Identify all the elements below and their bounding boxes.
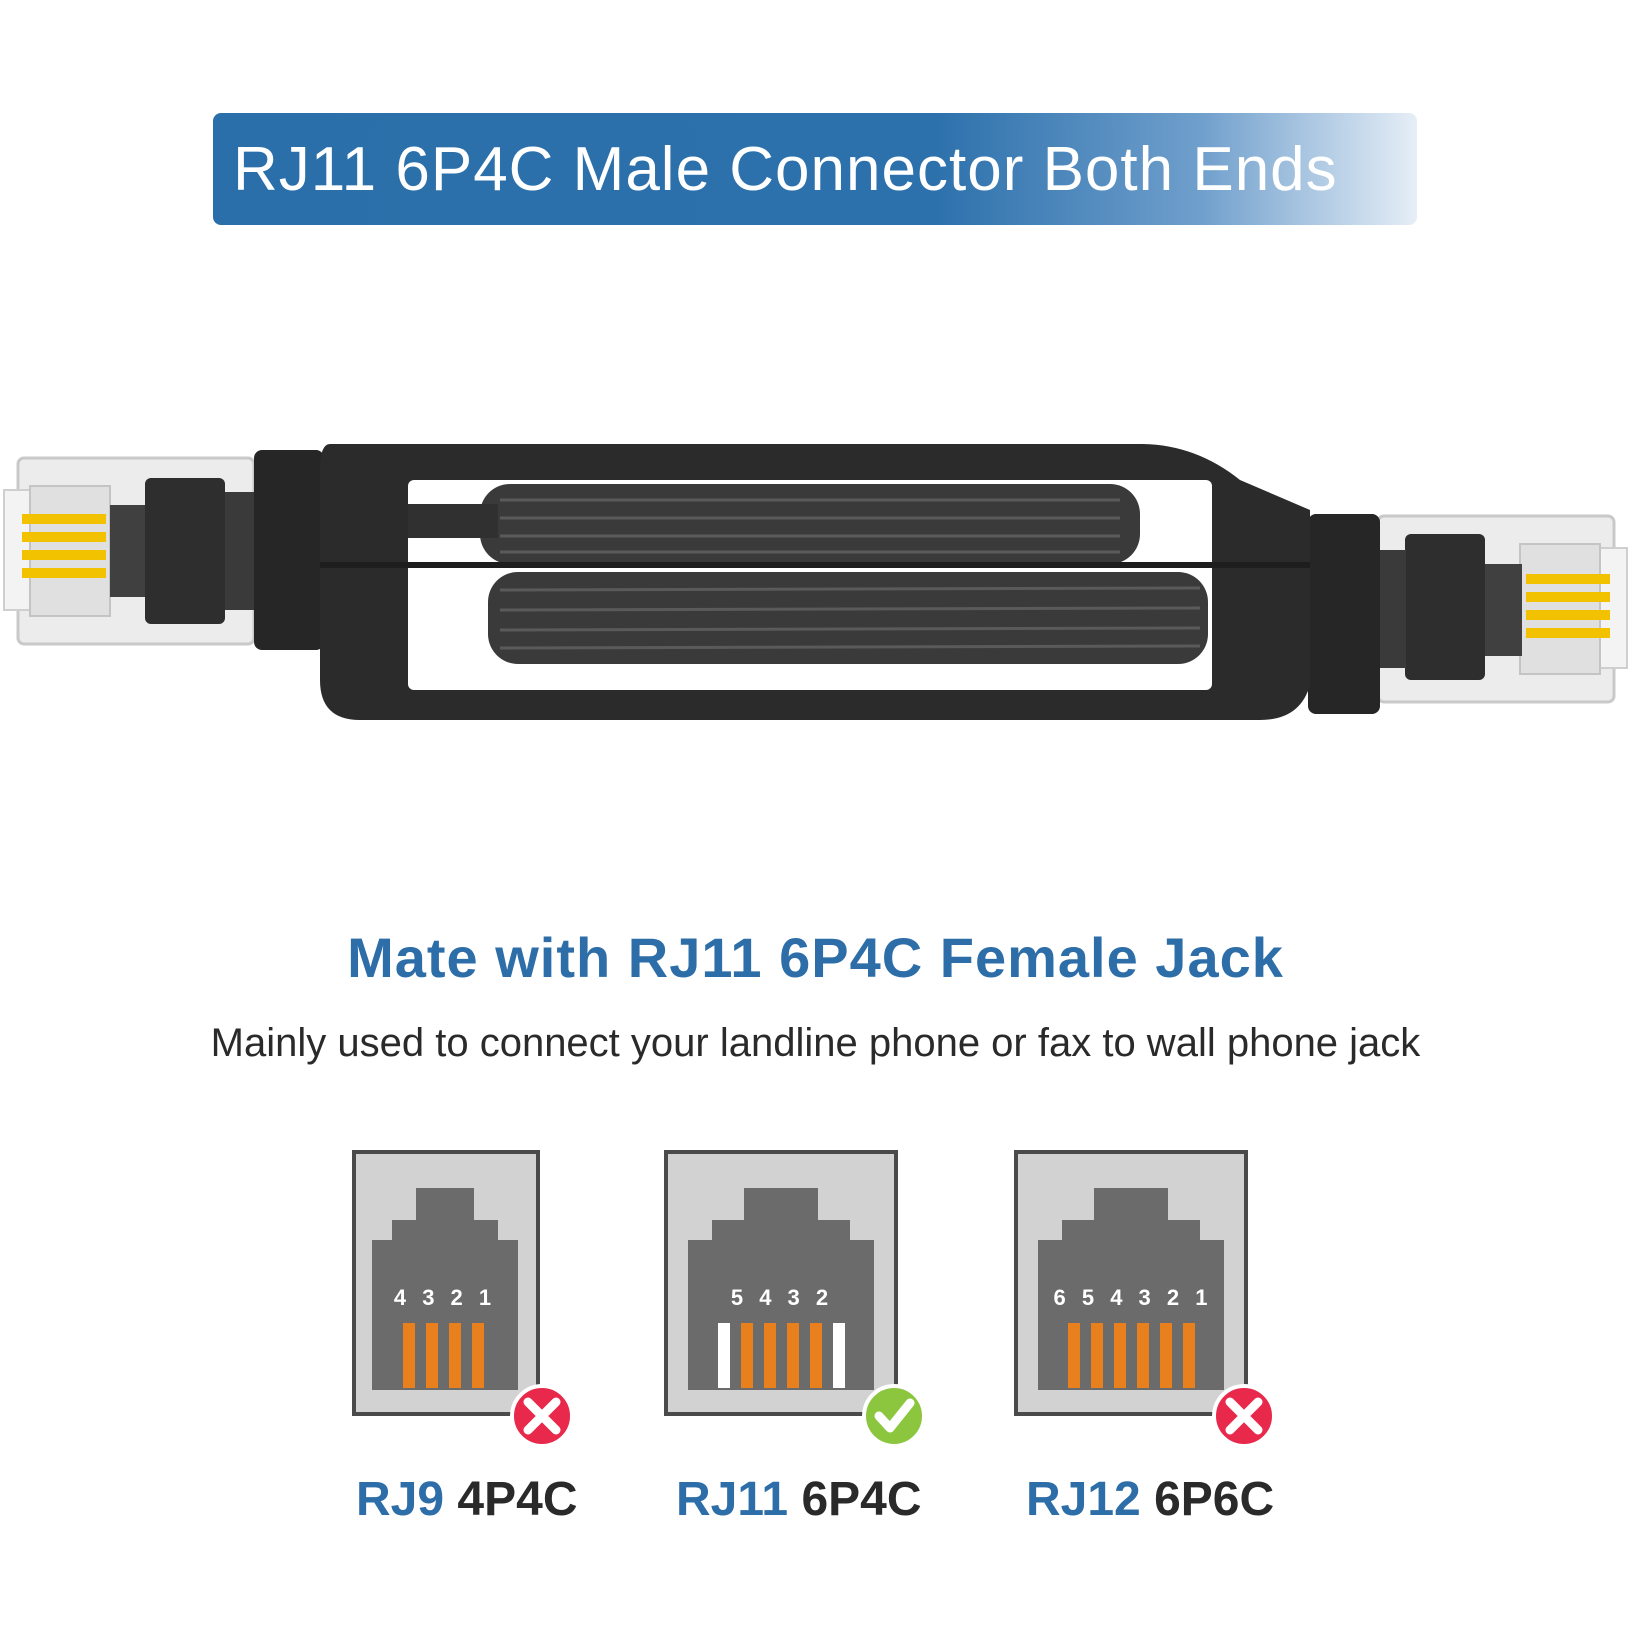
usage-description: Mainly used to connect your landline pho… bbox=[210, 1021, 1421, 1065]
rj11-jack-diagram bbox=[664, 1150, 926, 1448]
cross-icon bbox=[1212, 1384, 1276, 1448]
rj12-jack-diagram bbox=[1014, 1150, 1276, 1448]
cross-icon bbox=[510, 1384, 574, 1448]
rj9-positions: 4P4C bbox=[457, 1473, 578, 1526]
title-banner bbox=[213, 113, 1417, 225]
rj9-pins bbox=[403, 1323, 484, 1388]
rj11-standard: RJ11 bbox=[676, 1473, 789, 1526]
rj12-label: RJ12 6P6C bbox=[1026, 1470, 1274, 1530]
rj11-label: RJ11 6P4C bbox=[676, 1470, 922, 1530]
rj12-pin-numbers: 6 5 4 3 2 1 bbox=[1053, 1285, 1213, 1310]
rj12-pins bbox=[1068, 1323, 1195, 1388]
cable-illustration bbox=[3, 444, 1628, 720]
check-icon bbox=[862, 1384, 926, 1448]
banner-title: RJ11 6P4C Male Connector Both Ends bbox=[233, 135, 1338, 204]
mate-headline: Mate with RJ11 6P4C Female Jack bbox=[347, 926, 1284, 989]
rj12-positions: 6P6C bbox=[1154, 1473, 1275, 1526]
rj11-pin-numbers: 5 4 3 2 bbox=[730, 1285, 834, 1310]
rj12-standard: RJ12 bbox=[1026, 1473, 1141, 1526]
coiled-cable bbox=[408, 484, 1208, 664]
left-plug bbox=[3, 450, 324, 650]
rj9-standard: RJ9 bbox=[356, 1473, 445, 1526]
rj9-label: RJ9 4P4C bbox=[356, 1470, 577, 1530]
rj11-pins bbox=[718, 1323, 845, 1388]
rj11-positions: 6P4C bbox=[801, 1473, 922, 1526]
rj9-pin-numbers: 4 3 2 1 bbox=[393, 1285, 497, 1310]
rj9-jack-diagram bbox=[352, 1150, 574, 1448]
right-plug bbox=[1308, 514, 1628, 714]
